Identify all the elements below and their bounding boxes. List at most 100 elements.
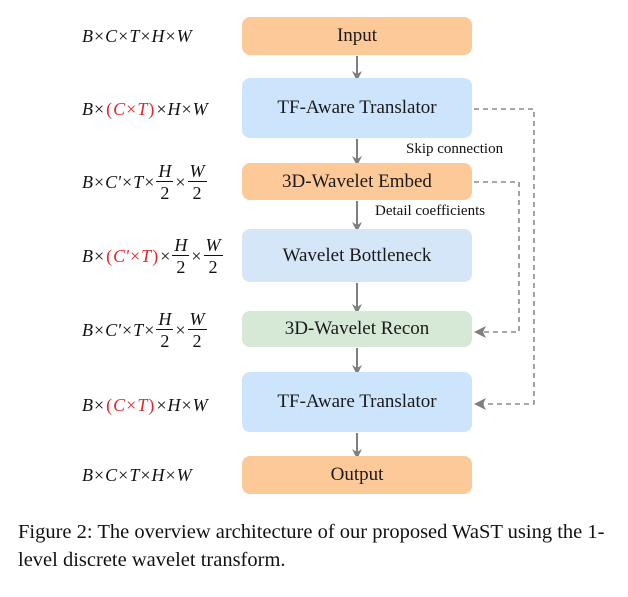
tf-aware-translator-block-2: TF-Aware Translator bbox=[242, 372, 472, 432]
shape-output: B×C×T×H×W bbox=[82, 455, 192, 495]
shape-symbol: × bbox=[94, 171, 105, 192]
shape-symbol: × bbox=[130, 245, 141, 266]
shape-symbol: × bbox=[94, 98, 105, 119]
shape-symbol: B bbox=[82, 171, 93, 192]
shape-symbol: × bbox=[156, 98, 167, 119]
shape-symbol: C bbox=[105, 25, 118, 46]
shape-symbol: ( bbox=[106, 98, 113, 119]
shape-symbol: C' bbox=[105, 171, 122, 192]
shape-symbol: W bbox=[203, 235, 223, 256]
shape-symbol: × bbox=[94, 394, 105, 415]
shape-symbol: 2 bbox=[192, 331, 202, 351]
shape-symbol: 2 bbox=[208, 257, 218, 277]
shape-symbol: T bbox=[133, 319, 144, 340]
input-block: Input bbox=[242, 17, 472, 55]
shape-symbol: W bbox=[187, 161, 207, 182]
output-block-label: Output bbox=[330, 464, 384, 485]
wavelet-bottleneck-label: Wavelet Bottleneck bbox=[282, 244, 432, 266]
shape-symbol: H bbox=[172, 235, 190, 256]
shape-input: B×C×T×H×W bbox=[82, 16, 192, 56]
shape-symbol: T bbox=[141, 245, 152, 266]
shape-symbol: 2 bbox=[160, 183, 170, 203]
output-block: Output bbox=[242, 456, 472, 494]
skip-connection-arrowhead bbox=[474, 398, 486, 410]
shape-symbol: B bbox=[82, 98, 93, 119]
shape-symbol: C bbox=[113, 394, 126, 415]
shape-symbol: 2 bbox=[176, 257, 186, 277]
input-block-label: Input bbox=[336, 25, 378, 46]
shape-symbol: × bbox=[126, 394, 137, 415]
shape-symbol: 2 bbox=[192, 183, 202, 203]
shape-symbol: H bbox=[151, 464, 165, 485]
detail-coefficients-label: Detail coefficients bbox=[375, 203, 486, 219]
3d-wavelet-recon-block: 3D-Wavelet Recon bbox=[242, 311, 472, 347]
shape-symbol: ) bbox=[148, 394, 155, 415]
shape-symbol: T bbox=[133, 171, 144, 192]
detail-coefficients-arrowhead bbox=[474, 326, 486, 338]
tf-aware-translator-label-1: TF-Aware Translator bbox=[277, 97, 437, 118]
shape-symbol: T bbox=[137, 98, 148, 119]
3d-wavelet-recon-label: 3D-Wavelet Recon bbox=[284, 318, 430, 339]
shape-symbol: × bbox=[181, 394, 192, 415]
shape-symbol: × bbox=[122, 171, 133, 192]
shape-symbol: H bbox=[167, 394, 181, 415]
shape-symbol: B bbox=[82, 464, 93, 485]
shape-symbol: B bbox=[82, 245, 93, 266]
shape-symbol: C' bbox=[105, 319, 122, 340]
shape-symbol: × bbox=[175, 319, 186, 340]
3d-wavelet-embed-block: 3D-Wavelet Embed bbox=[242, 163, 472, 200]
shape-symbol: C' bbox=[113, 245, 130, 266]
shape-symbol: ) bbox=[152, 245, 159, 266]
shape-symbol: C bbox=[113, 98, 126, 119]
shape-symbol: × bbox=[140, 25, 151, 46]
shape-symbol: × bbox=[126, 98, 137, 119]
shape-symbol: × bbox=[122, 319, 133, 340]
shape-symbol: T bbox=[129, 25, 140, 46]
shape-symbol: H bbox=[156, 309, 174, 330]
wavelet-bottleneck-block: Wavelet Bottleneck bbox=[242, 229, 472, 282]
shape-symbol: W bbox=[176, 464, 192, 485]
shape-symbol: C bbox=[105, 464, 118, 485]
shape-symbol: × bbox=[156, 394, 167, 415]
shape-symbol: × bbox=[94, 25, 105, 46]
shape-symbol: T bbox=[129, 464, 140, 485]
skip-connection-label: Skip connection bbox=[406, 141, 504, 157]
shape-symbol: × bbox=[144, 171, 155, 192]
shape-symbol: × bbox=[144, 319, 155, 340]
shape-symbol: × bbox=[140, 464, 151, 485]
tf-aware-translator-block-1: TF-Aware Translator bbox=[242, 78, 472, 138]
figure-caption: Figure 2: The overview architecture of o… bbox=[18, 521, 605, 571]
shape-symbol: W bbox=[192, 98, 208, 119]
shape-symbol: T bbox=[137, 394, 148, 415]
skip-connection-line bbox=[474, 108, 535, 405]
shape-symbol: W bbox=[192, 394, 208, 415]
3d-wavelet-embed-label: 3D-Wavelet Embed bbox=[282, 170, 432, 192]
shape-symbol: H bbox=[156, 161, 174, 182]
shape-symbol: × bbox=[94, 319, 105, 340]
shape-symbol: B bbox=[82, 319, 93, 340]
shape-symbol: × bbox=[118, 464, 129, 485]
shape-symbol: H bbox=[151, 25, 165, 46]
shape-symbol: × bbox=[94, 245, 105, 266]
shape-symbol: × bbox=[175, 171, 186, 192]
shape-symbol: × bbox=[94, 464, 105, 485]
shape-symbol: W bbox=[187, 309, 207, 330]
shape-symbol: × bbox=[118, 25, 129, 46]
shape-translator-2: B×(C×T)×H×W bbox=[82, 385, 208, 425]
detail-coefficients-line bbox=[474, 181, 520, 333]
shape-symbol: × bbox=[181, 98, 192, 119]
shape-symbol: ) bbox=[148, 98, 155, 119]
shape-symbol: × bbox=[160, 245, 171, 266]
shape-symbol: 2 bbox=[160, 331, 170, 351]
shape-symbol: H bbox=[167, 98, 181, 119]
shape-symbol: ( bbox=[106, 394, 113, 415]
